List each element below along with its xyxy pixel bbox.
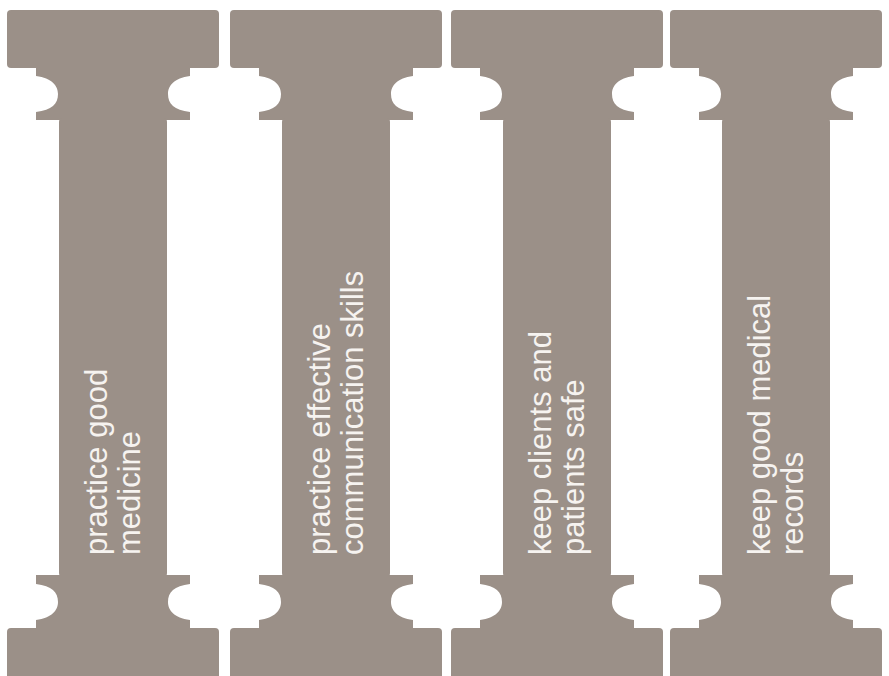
capital-neck (259, 66, 413, 120)
base-slab (230, 628, 442, 676)
pillar-label: practice good medicine (81, 305, 146, 555)
base-neck (36, 575, 190, 630)
pillar-label: keep good medical records (744, 255, 809, 555)
pillar-label: keep clients and patients safe (525, 285, 590, 555)
base-slab (7, 628, 219, 676)
capital-neck (699, 66, 853, 120)
base-neck (699, 575, 853, 630)
pillar-shaft (59, 118, 167, 577)
pillar: practice effective communication skills (229, 0, 443, 676)
pillar: keep clients and patients safe (450, 0, 664, 676)
base-slab (670, 628, 882, 676)
capital-slab (451, 10, 663, 68)
pillar-shaft (282, 118, 390, 577)
capital-slab (670, 10, 882, 68)
capital-neck (480, 66, 634, 120)
base-neck (259, 575, 413, 630)
pillar: practice good medicine (6, 0, 220, 676)
capital-slab (230, 10, 442, 68)
pillar-shaft (722, 118, 830, 577)
base-slab (451, 628, 663, 676)
base-neck (480, 575, 634, 630)
capital-neck (36, 66, 190, 120)
capital-slab (7, 10, 219, 68)
pillar-label: practice effective communication skills (304, 195, 369, 555)
pillar-shaft (503, 118, 611, 577)
pillar-shape (6, 0, 220, 676)
pillar: keep good medical records (669, 0, 883, 676)
